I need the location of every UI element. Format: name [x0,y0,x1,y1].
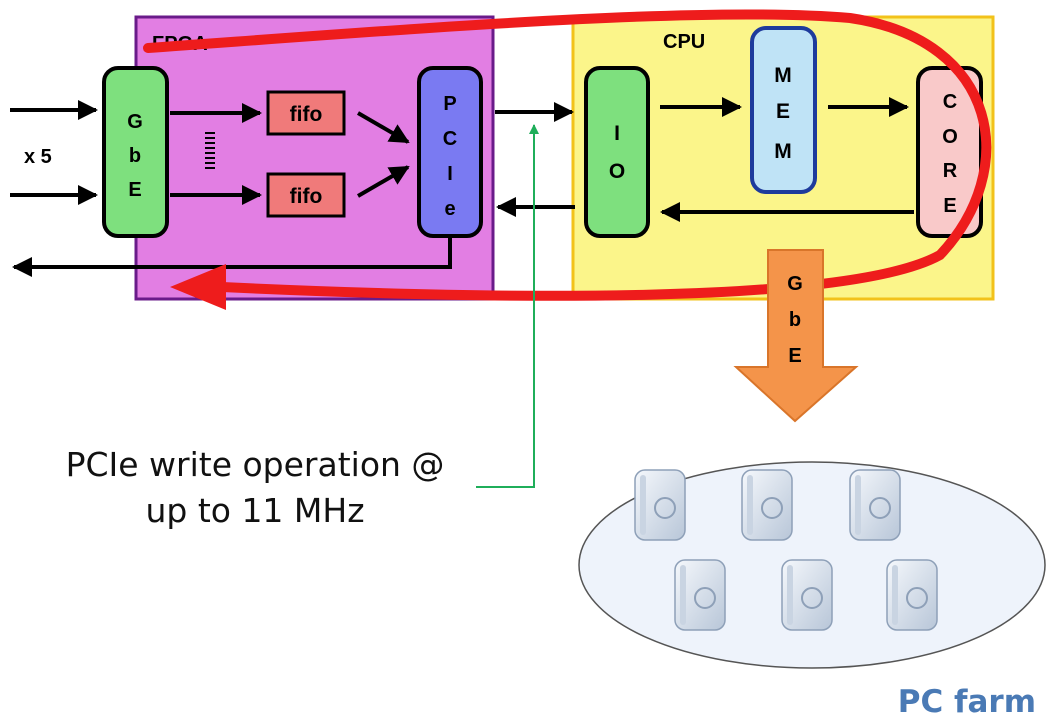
fifo-box-bottom [266,172,346,218]
server-icon [741,469,793,541]
fifo-label-bottom: fifo [290,185,323,208]
fifo-to-pcie-arrow-top [356,111,410,144]
gbe-output-letter-b: b [789,309,801,331]
pcie-letter-c: C [443,128,457,150]
core-letter-r: R [943,160,958,182]
io-letter-o: O [609,160,625,183]
server-icon [781,559,833,631]
core-letter-o: O [942,126,958,148]
core-letter-e: E [943,195,956,217]
fpga-gbe-letter-g: G [127,111,143,133]
io-letter-i: I [614,122,620,145]
input-multiplier-label: x 5 [24,146,52,168]
write-loop-arrowhead [170,264,226,310]
write-loop-arrow [143,9,992,301]
gbe-output-arrow [733,249,859,423]
server-icon [674,559,726,631]
io-box [584,66,650,238]
fpga-gbe-letter-e: E [128,179,141,201]
pc-farm-label: PC farm [898,684,1036,720]
server-icon [849,469,901,541]
core-letter-c: C [943,91,957,113]
mem-letter-m2: M [774,140,792,163]
pcie-box [417,66,483,238]
pcie-letter-e: e [444,198,455,220]
pcie-letter-i: I [447,163,453,185]
fpga-gbe-box [102,66,169,238]
fifo-box-top [266,90,346,136]
gbe-output-letter-e: E [788,345,801,367]
pcie-output-arrow [12,237,452,277]
annotation-arrow [476,124,539,488]
server-icon [886,559,938,631]
fifo-to-pcie-arrow-bottom [356,165,410,198]
mem-letter-m1: M [774,64,792,87]
cpu-title: CPU [663,31,705,53]
fifo-label-top: fifo [290,103,323,126]
mem-box [750,26,817,194]
gbe-output-letter-g: G [787,273,803,295]
annotation-line-1: PCIe write operation @ [66,445,445,484]
annotation-line-2: up to 11 MHz [145,491,364,530]
server-icon [634,469,686,541]
fpga-gbe-letter-b: b [129,145,141,167]
fifo-ellipsis [205,132,215,169]
pcie-letter-p: P [443,93,456,115]
mem-letter-e: E [776,100,790,123]
